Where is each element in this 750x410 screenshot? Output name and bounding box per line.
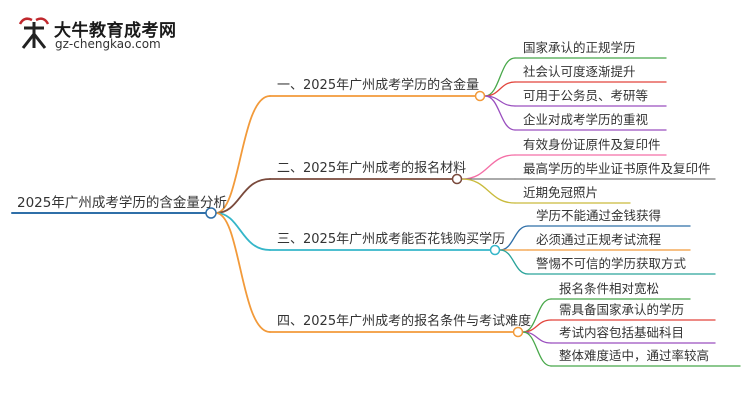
leaf-topic-4-3: 考试内容包括基础科目 <box>559 325 685 340</box>
leaf-topic-3-3: 警惕不可信的学历获取方式 <box>536 256 687 271</box>
leaf-topic-3-2: 必须通过正规考试流程 <box>536 232 662 247</box>
leaf-connector-4-4 <box>522 331 552 367</box>
leaf-connector-3-1 <box>499 225 529 251</box>
branch-connector-4 <box>215 212 271 333</box>
leaf-topic-3-1: 学历不能通过金钱获得 <box>536 208 662 223</box>
leaf-connector-3-3 <box>499 249 529 275</box>
branch-node-3[interactable] <box>489 244 501 256</box>
leaf-connector-4-1 <box>522 298 552 333</box>
leaf-topic-2-3: 近期免冠照片 <box>523 185 599 200</box>
branch-connector-2 <box>215 178 271 214</box>
leaf-topic-1-3: 可用于公务员、考研等 <box>523 88 649 103</box>
leaf-connector-2-3 <box>461 178 516 204</box>
leaf-topic-4-1: 报名条件相对宽松 <box>559 281 660 296</box>
leaf-topic-4-4: 整体难度适中，通过率较高 <box>559 348 710 363</box>
leaf-topic-1-4: 企业对成考学历的重视 <box>523 112 649 127</box>
branch-node-1[interactable] <box>474 90 486 102</box>
leaf-topic-4-2: 需具备国家承认的学历 <box>559 302 685 317</box>
root-node[interactable] <box>205 207 217 219</box>
branch-topic-3: 三、2025年广州成考能否花钱购买学历 <box>277 232 506 247</box>
branch-node-2[interactable] <box>451 173 463 185</box>
leaf-topic-2-2: 最高学历的毕业证书原件及复印件 <box>523 161 711 176</box>
leaf-connector-2-1 <box>461 154 516 180</box>
site-title: 大牛教育成考网 <box>54 21 177 41</box>
bull-logo-icon <box>18 17 50 49</box>
leaf-topic-1-1: 国家承认的正规学历 <box>523 40 636 55</box>
branch-connector-3 <box>215 212 271 251</box>
site-url: gz-chengkao.com <box>55 37 161 51</box>
branch-topic-1: 一、2025年广州成考学历的含金量 <box>277 78 480 93</box>
branch-topic-2: 二、2025年广州成考的报名材料 <box>277 161 467 176</box>
leaf-topic-2-1: 有效身份证原件及复印件 <box>523 137 661 152</box>
leaf-connector-1-4 <box>484 95 516 131</box>
branch-topic-4: 四、2025年广州成考的报名条件与考试难度 <box>277 314 532 329</box>
site-logo[interactable]: 大牛教育成考网 gz-chengkao.com <box>14 14 214 54</box>
leaf-connector-1-1 <box>484 57 516 97</box>
root-topic: 2025年广州成考学历的含金量分析 <box>17 195 227 211</box>
leaf-topic-1-2: 社会认可度逐渐提升 <box>523 64 636 79</box>
branch-connector-1 <box>215 95 271 214</box>
branch-node-4[interactable] <box>512 326 524 338</box>
